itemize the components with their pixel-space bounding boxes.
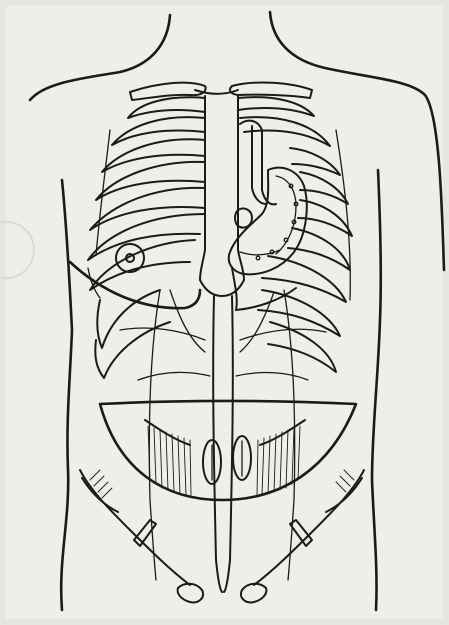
left-drain-bulb: [178, 584, 203, 603]
left-oblique-fiber: [170, 290, 205, 352]
heart-dot-5: [270, 250, 274, 254]
right-rib-1: [238, 97, 314, 116]
right-inguinal-line: [254, 470, 364, 585]
right-clavicle: [230, 83, 312, 98]
left-flank-line: [61, 180, 72, 610]
clavicles: [130, 83, 312, 100]
sternum-midline: [200, 96, 244, 592]
heart-dot-6: [256, 256, 260, 260]
right-tendinous-intersection: [236, 373, 308, 380]
left-tendinous-intersection: [138, 373, 210, 380]
incision-outline: [100, 401, 356, 500]
right-upper-intersection: [240, 329, 326, 340]
liver-ring-outer: [116, 244, 144, 272]
right-rib-7: [262, 256, 346, 302]
incision-window: [100, 401, 356, 500]
great-vessel-inner-line: [252, 126, 266, 204]
left-rib-cage: [88, 97, 205, 378]
inguinal-region: [80, 470, 364, 602]
left-rib-1: [128, 97, 205, 118]
right-rectus-lateral-line: [284, 290, 295, 580]
xiphoid-process: [200, 280, 244, 296]
heart-dot-4: [284, 238, 288, 242]
right-flank-line: [372, 170, 381, 610]
left-rib-2: [112, 117, 205, 145]
right-rib-3: [290, 148, 340, 175]
abdominal-muscles: [120, 290, 326, 580]
linea-alba-right: [224, 296, 233, 592]
right-rib-cage: [238, 97, 352, 372]
great-vessel-line: [240, 121, 276, 205]
incision-inner-left-line: [145, 420, 190, 445]
right-rib-lateral-line: [336, 130, 350, 300]
left-costal-margin-2: [95, 322, 170, 378]
right-drain-bulb: [241, 584, 266, 603]
incision-inner-right-line: [260, 420, 305, 445]
right-oblique-fiber: [240, 292, 274, 352]
right-neck-shoulder-line: [270, 12, 444, 270]
